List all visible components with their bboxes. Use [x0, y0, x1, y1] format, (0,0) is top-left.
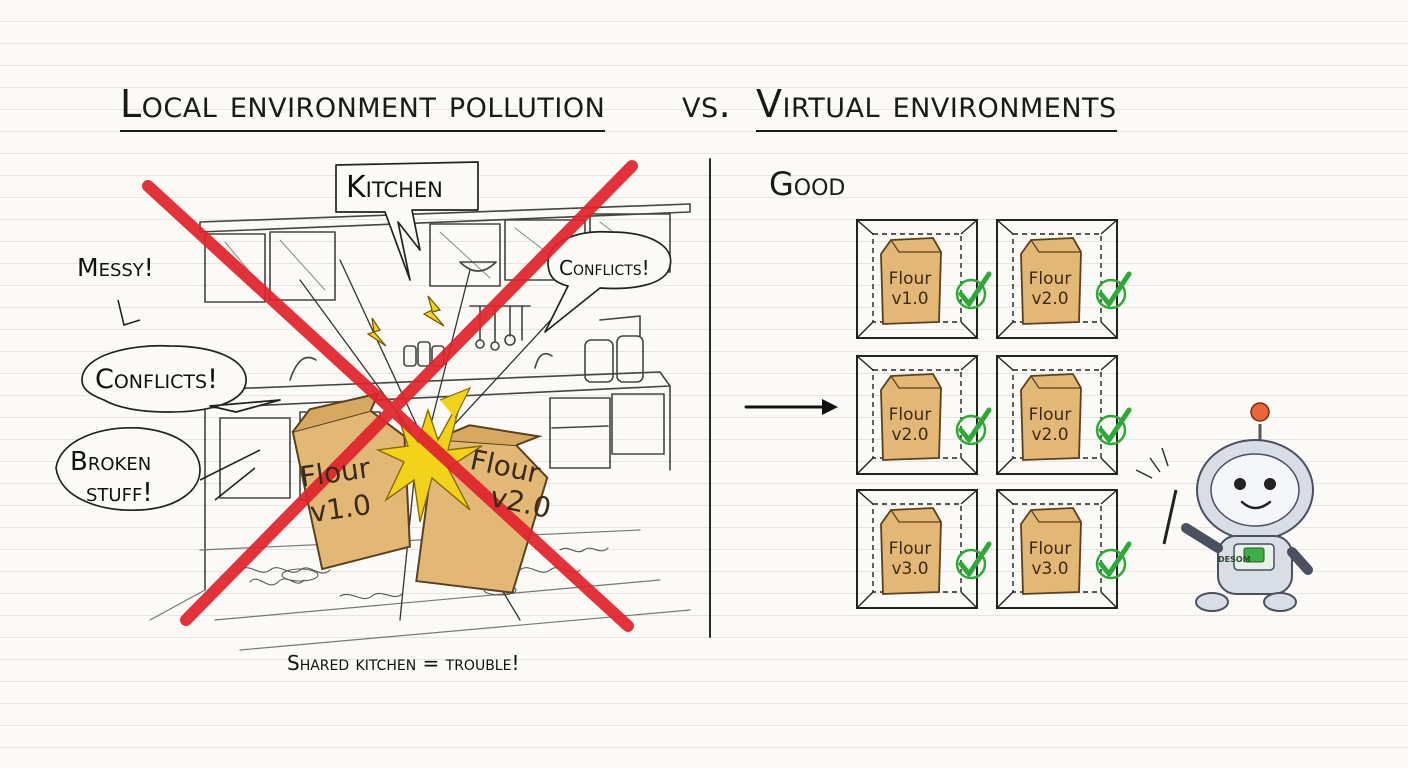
check-mark-icon [955, 541, 992, 580]
robot-icon [1135, 402, 1314, 612]
good-label: Good [769, 165, 846, 203]
title-row: Local environment pollution vs. Virtual … [120, 82, 1180, 142]
crate-box-icon [856, 355, 992, 475]
crate-flour-version: v2.0 [1031, 424, 1069, 445]
crate-flour-version: v2.0 [891, 424, 929, 445]
robot-badge-label: DESOM [1218, 555, 1251, 564]
crate-box-icon [996, 355, 1132, 475]
messy-label: Messy! [77, 253, 154, 282]
center-divider [709, 158, 711, 638]
flour-bag-icon [880, 507, 942, 595]
check-mark-icon [955, 271, 992, 310]
crate-flour-word: Flour [1028, 539, 1072, 559]
flour-bag-icon [1020, 237, 1082, 325]
broken-bubble [55, 426, 201, 511]
conflicts-left-bubble [81, 344, 281, 413]
crate-flour-word: Flour [888, 539, 932, 559]
lightning-icon [366, 295, 445, 347]
crate-box-icon [856, 219, 992, 339]
check-mark-icon [1095, 271, 1132, 310]
crate-flour-word: Flour [888, 269, 932, 289]
crate-flour-word: Flour [1028, 405, 1072, 425]
messy-tail [117, 299, 141, 327]
title-virtual-environments: Virtual environments [756, 82, 1117, 132]
red-x-cross-icon [142, 160, 638, 632]
flour-bag-icon [880, 373, 942, 461]
kitchen-bubble [335, 161, 479, 281]
crate-flour-version: v3.0 [1031, 558, 1069, 579]
crate-box-icon [996, 219, 1132, 339]
conflicts-top-label: Conflicts! [559, 256, 650, 280]
broken-label-line2: stuff! [86, 478, 153, 508]
check-mark-icon [1095, 407, 1132, 446]
flour-bag-icon [1020, 507, 1082, 595]
bag-left-version: v1.0 [307, 487, 374, 530]
title-vs: vs. [682, 82, 732, 126]
kitchen-label: Kitchen [346, 170, 443, 205]
crate-flour-word: Flour [1028, 269, 1072, 289]
arrow-right-icon [744, 399, 838, 415]
flour-bag-icon [1020, 373, 1082, 461]
messy-kitchen-illustration [55, 160, 691, 651]
crate-flour-version: v3.0 [891, 558, 929, 579]
flour-bag-icon [880, 237, 942, 325]
broken-label-line1: Broken [70, 447, 152, 477]
conflicts-left-label: Conflicts! [95, 364, 218, 395]
crate-flour-version: v1.0 [891, 288, 929, 309]
crate-flour-version: v2.0 [1031, 288, 1069, 309]
crate-box-icon [856, 489, 992, 609]
check-mark-icon [955, 407, 992, 446]
crate-flour-word: Flour [888, 405, 932, 425]
conflicts-top-bubble [544, 230, 672, 333]
check-mark-icon [1095, 541, 1132, 580]
shared-kitchen-caption: Shared kitchen = trouble! [287, 651, 520, 675]
crate-box-icon [996, 489, 1132, 609]
title-local-pollution: Local environment pollution [120, 82, 606, 132]
canisters [584, 315, 644, 383]
